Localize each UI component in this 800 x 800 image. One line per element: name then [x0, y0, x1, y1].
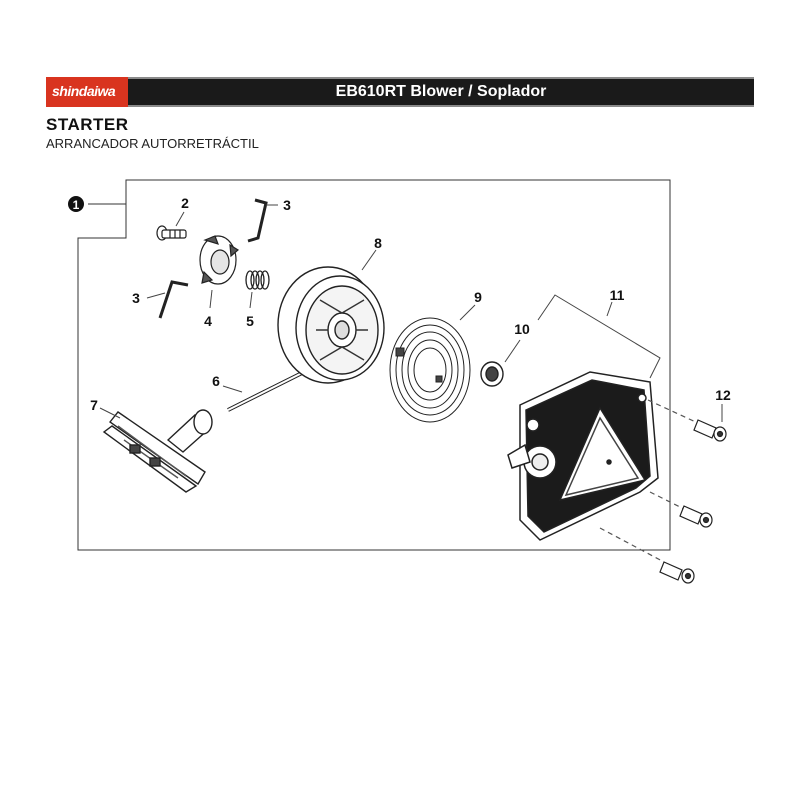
- part-2-screw: [156, 225, 187, 241]
- leader-8: [361, 249, 377, 271]
- part-11-bushing: [480, 361, 504, 387]
- part-12-screws: [599, 399, 727, 584]
- header-bar: [128, 79, 754, 105]
- callout-4: 4: [204, 313, 212, 329]
- header-title: EB610RT Blower / Soplador: [335, 83, 547, 100]
- leader-3b: [146, 292, 166, 299]
- leader-5: [249, 291, 253, 309]
- brand-logo-text: shindaiwa: [52, 83, 116, 99]
- callout-6: 6: [212, 373, 220, 389]
- callout-12: 12: [715, 387, 731, 403]
- part-10-housing: [507, 371, 659, 541]
- leader-7: [99, 407, 121, 419]
- part-4-ratchet: [199, 235, 240, 285]
- part-3-pin-upper: [247, 198, 268, 243]
- brand-logo: shindaiwa: [46, 77, 128, 107]
- part-6-rope-highlight: [227, 367, 313, 411]
- callout-10: 11: [610, 287, 625, 303]
- leader-9: [459, 304, 476, 321]
- callout-11: 10: [514, 321, 530, 337]
- callout-7: 7: [90, 397, 98, 413]
- part-5-spring: [245, 270, 270, 290]
- section-subtitle: ARRANCADOR AUTORRETRÁCTIL: [46, 136, 259, 151]
- page-header: shindaiwa EB610RT Blower / Soplador: [46, 77, 754, 107]
- leader-4: [209, 289, 213, 309]
- callout-1-badge: [68, 196, 84, 212]
- part-3-pin-lower: [158, 280, 189, 319]
- callout-8: 8: [374, 235, 382, 251]
- section-title: STARTER: [46, 115, 129, 134]
- callout-3a: 3: [283, 197, 291, 213]
- part-7-handle: [102, 409, 213, 493]
- callout-3b: 3: [132, 290, 140, 306]
- leader-11: [504, 339, 521, 363]
- callout-2: 2: [181, 195, 189, 211]
- callout-1: 1: [73, 198, 80, 212]
- assembly-boundary: [77, 179, 671, 551]
- callout-9: 9: [474, 289, 482, 305]
- leader-6: [222, 385, 243, 393]
- leader-2: [175, 211, 185, 227]
- callout-5: 5: [246, 313, 254, 329]
- leader-10-bracket: [537, 294, 661, 379]
- part-8-reel: [277, 266, 385, 384]
- part-9-recoil-spring: [389, 317, 471, 423]
- leader-10: [606, 301, 613, 317]
